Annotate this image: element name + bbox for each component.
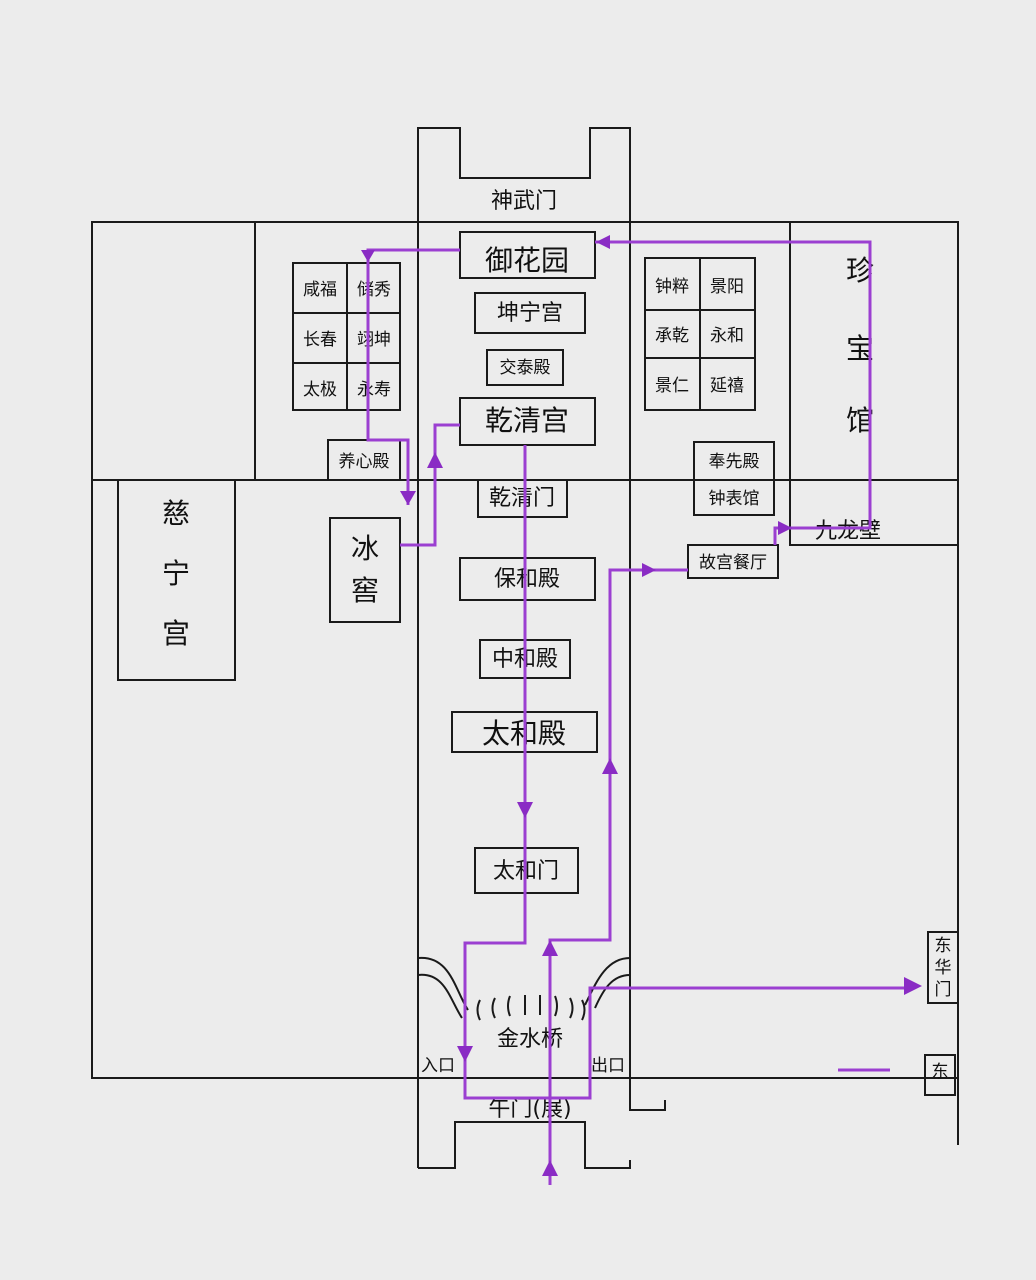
clock-museum[interactable]: 钟表馆	[709, 489, 760, 509]
imperial-garden[interactable]: 御花园	[459, 231, 596, 279]
east-six-palaces: 钟粹 景阳 承乾 永和 景仁 延禧	[644, 257, 756, 411]
svg-text:宁: 宁	[162, 557, 190, 590]
baohe-hall[interactable]: 保和殿	[459, 557, 596, 601]
fengxian-hall[interactable]: 奉先殿	[709, 452, 760, 472]
palace-chuxiu[interactable]: 储秀	[357, 280, 391, 300]
palace-xianfu[interactable]: 咸福	[303, 280, 337, 300]
arrow-up-icon	[542, 940, 558, 956]
restaurant[interactable]: 故宫餐厅	[687, 544, 779, 579]
palace-yikun[interactable]: 翊坤	[357, 330, 391, 350]
arrow-right-icon	[778, 521, 792, 535]
svg-text:慈: 慈	[162, 497, 190, 530]
svg-text:御花园: 御花园	[485, 244, 569, 277]
svg-text:窖: 窖	[351, 574, 379, 607]
palace-jingren[interactable]: 景仁	[655, 376, 689, 396]
arrow-left-icon	[596, 235, 610, 249]
north-gate-label: 神武门	[491, 189, 557, 214]
east-gate[interactable]: 东 华 门	[927, 931, 959, 1004]
svg-text:冰: 冰	[351, 532, 379, 565]
tour-route	[361, 235, 922, 1185]
palace-yonghe[interactable]: 永和	[710, 326, 744, 346]
svg-text:故宫餐厅: 故宫餐厅	[699, 553, 767, 573]
central-axis: 神武门 御花园 坤宁宫 交泰殿 乾清宫 乾清门 保和殿 中和殿 太和殿 太和门 …	[421, 189, 625, 1122]
svg-text:东: 东	[935, 936, 952, 956]
walls	[91, 127, 959, 1169]
qianqing-palace[interactable]: 乾清宫	[459, 397, 596, 446]
fengxian-clock-block: 奉先殿 钟表馆	[693, 441, 775, 516]
arrow-up-icon	[427, 452, 443, 468]
west-six-palaces: 咸福 储秀 长春 翊坤 太极 永寿	[292, 262, 401, 411]
svg-text:养心殿: 养心殿	[339, 452, 390, 472]
arrow-up-icon	[602, 758, 618, 774]
palace-taiji[interactable]: 太极	[303, 380, 337, 400]
arrow-down-icon	[457, 1046, 473, 1062]
exit-label: 出口	[591, 1056, 625, 1076]
meridian-gate-label: 午门(展)	[488, 1097, 571, 1122]
cining-palace[interactable]: 慈 宁 宫	[117, 479, 236, 681]
svg-text:东: 东	[932, 1062, 949, 1082]
palace-yongshou[interactable]: 永寿	[357, 380, 391, 400]
arrow-right-icon	[642, 563, 656, 577]
svg-text:乾清门: 乾清门	[489, 486, 555, 511]
arrow-down-icon	[361, 250, 375, 262]
entrance-label: 入口	[421, 1056, 455, 1076]
svg-text:保和殿: 保和殿	[494, 567, 560, 592]
palace-changchun[interactable]: 长春	[303, 330, 337, 350]
svg-text:宫: 宫	[162, 617, 190, 650]
svg-text:乾清宫: 乾清宫	[485, 404, 569, 437]
jiaotai-hall[interactable]: 交泰殿	[486, 349, 564, 386]
arrow-down-icon	[517, 802, 533, 818]
arrow-up-icon	[542, 1160, 558, 1176]
palace-yanxi[interactable]: 延禧	[710, 376, 744, 396]
svg-text:坤宁宫: 坤宁宫	[497, 301, 563, 326]
ice-cellar[interactable]: 冰 窖	[329, 517, 401, 623]
golden-water-bridge-label: 金水桥	[497, 1027, 563, 1052]
svg-text:交泰殿: 交泰殿	[500, 358, 551, 378]
kunning-palace[interactable]: 坤宁宫	[474, 292, 586, 334]
palace-zhongcui[interactable]: 钟粹	[655, 277, 689, 297]
svg-text:华: 华	[935, 958, 952, 978]
qianqing-gate[interactable]: 乾清门	[477, 479, 568, 518]
palace-jingyang[interactable]: 景阳	[710, 277, 744, 297]
east-partial-gate[interactable]: 东	[924, 1054, 956, 1096]
arrow-right-icon	[904, 977, 922, 995]
arrow-down-icon	[400, 491, 416, 505]
palace-chengqian[interactable]: 承乾	[655, 326, 689, 346]
svg-text:门: 门	[935, 980, 952, 1000]
yangxin-hall[interactable]: 养心殿	[327, 439, 401, 481]
